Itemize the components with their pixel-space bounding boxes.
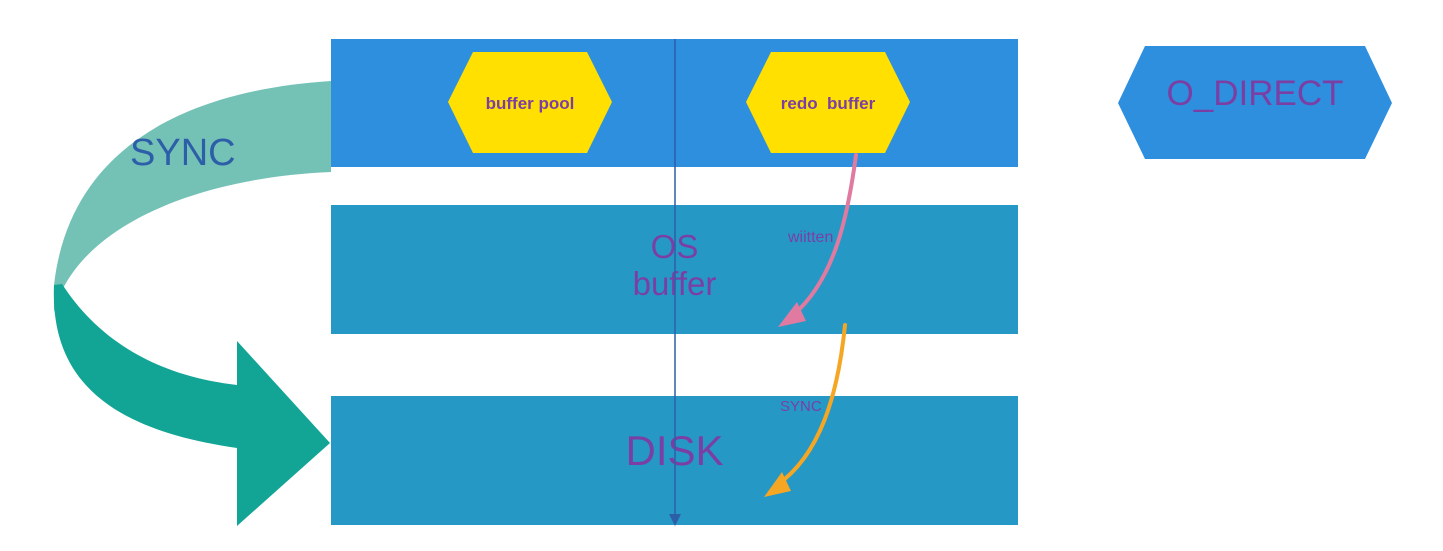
sync-curve-band-light: [54, 81, 331, 312]
o-direct-label: O_DIRECT: [1166, 74, 1344, 113]
written-arrowhead: [778, 302, 806, 327]
written-arrow-shaft: [790, 153, 858, 318]
buffer-pool-hexagon: [448, 52, 612, 153]
redo-buffer-hexagon: [746, 52, 910, 153]
o-direct-hexagon: [1118, 46, 1392, 159]
sync-curve-band-dark: [53, 284, 330, 526]
sync-arrowhead: [764, 472, 791, 497]
sync-curve-label: SYNC: [130, 132, 236, 174]
sync-arrow-label: SYNC: [780, 398, 822, 415]
written-label: wiitten: [788, 229, 834, 246]
sync-arrow-shaft: [775, 323, 847, 487]
buffer-pool-label: buffer pool: [486, 94, 575, 113]
redo-buffer-label: redo buffer: [781, 94, 876, 113]
